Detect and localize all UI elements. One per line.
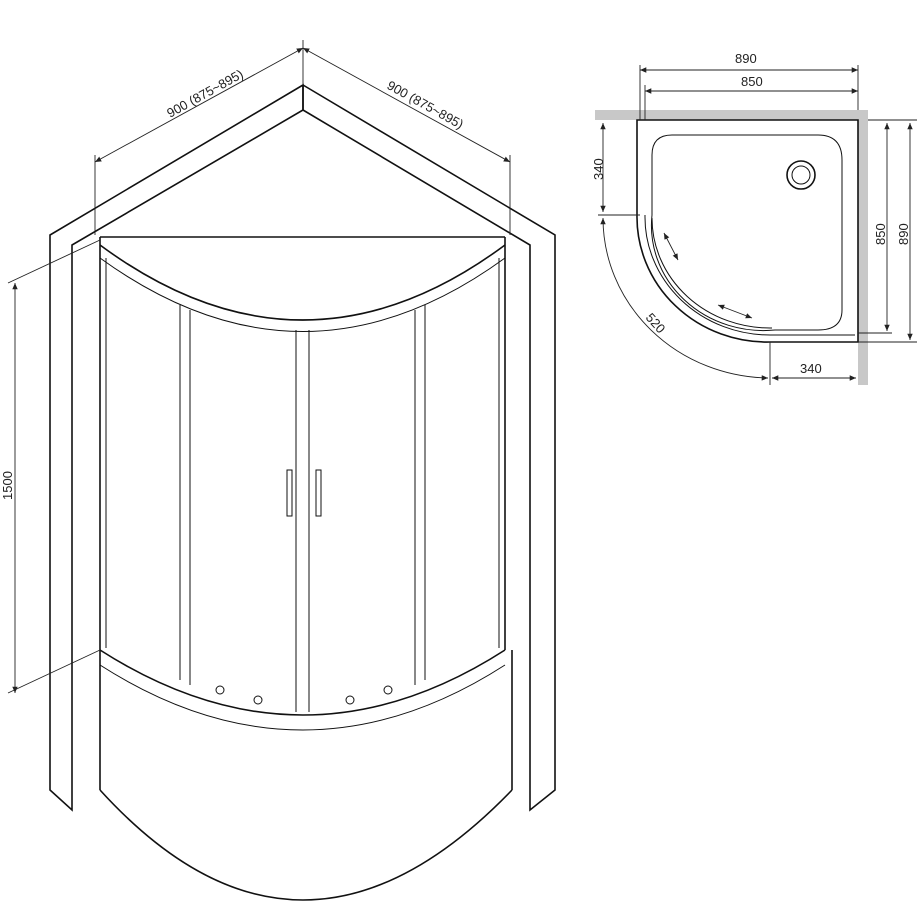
inner-width-label: 850: [741, 74, 763, 89]
inner-depth-label: 850: [873, 223, 888, 245]
outer-width-label: 890: [735, 51, 757, 66]
width-left-label: 900 (875~895): [164, 66, 246, 120]
walls: [49, 83, 556, 812]
dimensions-plan: 890 850 340 520 340 850 890: [591, 51, 917, 385]
door-handle-right: [315, 469, 322, 517]
height-label: 1500: [0, 471, 15, 500]
enclosure: [99, 236, 506, 712]
drain-icon: [786, 160, 816, 190]
arc-label: 520: [643, 310, 669, 336]
front-view: 900 (875~895) 900 (875~895) 1500: [0, 40, 556, 901]
wall-side: [858, 110, 868, 385]
tray: [99, 649, 513, 901]
door-handle-left: [286, 469, 293, 517]
outer-depth-label: 890: [896, 223, 911, 245]
width-right-label: 900 (875~895): [385, 78, 467, 132]
left-straight-label: 340: [591, 158, 606, 180]
wall-back: [595, 110, 868, 120]
plan-view: 890 850 340 520 340 850 890: [591, 51, 917, 385]
bottom-straight-label: 340: [800, 361, 822, 376]
